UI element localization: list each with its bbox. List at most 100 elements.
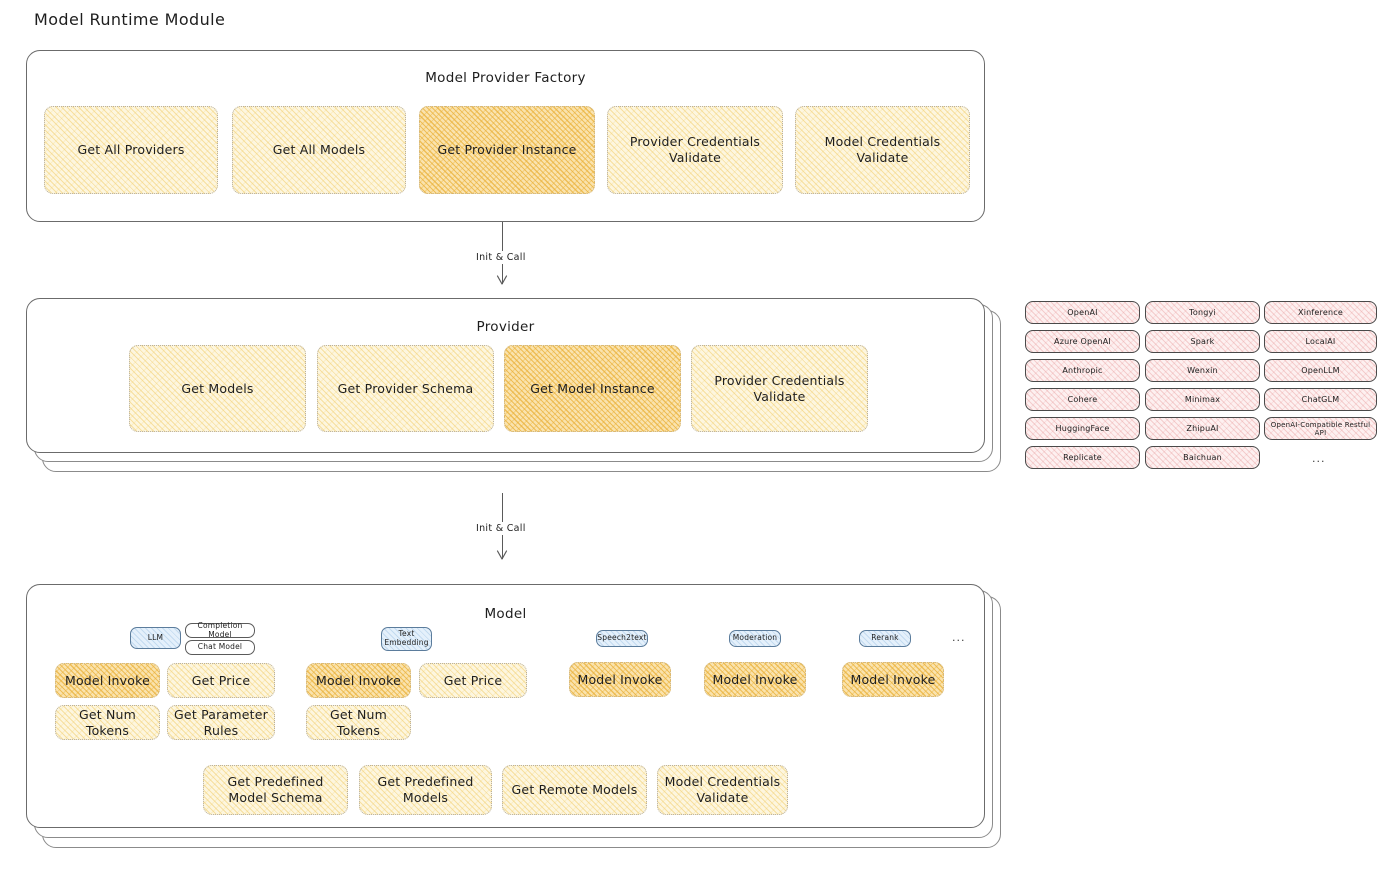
node-get-predefined-model-schema[interactable]: Get Predefined Model Schema xyxy=(203,765,348,815)
provider-pill-wenxin[interactable]: Wenxin xyxy=(1145,359,1260,382)
node-label: Model Invoke xyxy=(577,671,663,687)
model-subtag-chat-model[interactable]: Chat Model xyxy=(185,640,255,655)
pill-label: ChatGLM xyxy=(1301,395,1340,404)
pill-label: Replicate xyxy=(1063,453,1102,462)
node-rerank-model-invoke[interactable]: Model Invoke xyxy=(842,662,944,697)
model-title: Model xyxy=(484,606,527,622)
pill-label: OpenAI-Compatible Restful API xyxy=(1270,420,1371,437)
tag-label: Completion Model xyxy=(197,620,243,639)
model-tag-text-embedding[interactable]: Text Embedding xyxy=(381,627,432,651)
node-label: Get Price xyxy=(443,672,503,688)
pill-label: LocalAI xyxy=(1305,337,1336,346)
node-llm-get-num-tokens[interactable]: Get Num Tokens xyxy=(55,705,160,740)
node-label: Provider Credentials Validate xyxy=(629,134,761,165)
model-tag-speech2text[interactable]: Speech2text xyxy=(596,630,648,647)
node-get-remote-models[interactable]: Get Remote Models xyxy=(502,765,647,815)
node-get-provider-schema[interactable]: Get Provider Schema xyxy=(317,345,494,432)
provider-pill-zhipuai[interactable]: ZhipuAI xyxy=(1145,417,1260,440)
provider-pill-minimax[interactable]: Minimax xyxy=(1145,388,1260,411)
node-label: Provider Credentials Validate xyxy=(714,372,845,404)
pill-label: OpenAI xyxy=(1067,308,1098,317)
model-subtag-completion-model[interactable]: Completion Model xyxy=(185,620,255,639)
node-get-predefined-models[interactable]: Get Predefined Models xyxy=(359,765,492,815)
pill-label: Spark xyxy=(1190,337,1215,346)
arrow-head-icon xyxy=(496,275,508,285)
node-get-model-instance[interactable]: Get Model Instance xyxy=(504,345,681,432)
node-label: Get Num Tokens xyxy=(329,706,388,738)
provider-pill-localai[interactable]: LocalAI xyxy=(1264,330,1377,353)
factory-title: Model Provider Factory xyxy=(425,70,586,86)
provider-pill-baichuan[interactable]: Baichuan xyxy=(1145,446,1260,469)
pill-label: ZhipuAI xyxy=(1186,424,1219,433)
pill-label: Baichuan xyxy=(1183,453,1222,462)
node-label: Model Invoke xyxy=(850,671,936,687)
tag-label: Text Embedding xyxy=(384,629,429,647)
node-get-all-providers[interactable]: Get All Providers xyxy=(44,106,218,194)
pill-label: HuggingFace xyxy=(1055,424,1110,433)
node-llm-get-price[interactable]: Get Price xyxy=(167,663,275,698)
provider-pill-xinference[interactable]: Xinference xyxy=(1264,301,1377,324)
provider-pill-huggingface[interactable]: HuggingFace xyxy=(1025,417,1140,440)
provider-title: Provider xyxy=(476,319,535,335)
node-label: Get All Models xyxy=(272,142,366,158)
arrow-label-init-call-1: Init & Call xyxy=(473,251,529,264)
node-label: Get Provider Instance xyxy=(437,142,577,158)
provider-pill-azure-openai[interactable]: Azure OpenAI xyxy=(1025,330,1140,353)
pill-label: OpenLLM xyxy=(1301,366,1340,375)
node-model-credentials-validate-2[interactable]: Model Credentials Validate xyxy=(657,765,788,815)
provider-pill-openai[interactable]: OpenAI xyxy=(1025,301,1140,324)
node-get-models[interactable]: Get Models xyxy=(129,345,306,432)
node-provider-credentials-validate[interactable]: Provider Credentials Validate xyxy=(607,106,783,194)
provider-pill-openai-compatible-restful-api[interactable]: OpenAI-Compatible Restful API xyxy=(1264,417,1377,440)
pill-label: Wenxin xyxy=(1187,366,1218,375)
tag-label: Chat Model xyxy=(197,642,243,652)
node-label: Model Invoke xyxy=(315,672,402,688)
node-label: Get Price xyxy=(191,672,251,688)
provider-pill-openllm[interactable]: OpenLLM xyxy=(1264,359,1377,382)
node-llm-model-invoke[interactable]: Model Invoke xyxy=(55,663,160,698)
model-groups-ellipsis: ... xyxy=(952,631,966,644)
pill-label: Tongyi xyxy=(1189,308,1216,317)
node-label: Get Model Instance xyxy=(530,380,655,396)
tag-label: LLM xyxy=(147,632,164,642)
node-get-provider-instance[interactable]: Get Provider Instance xyxy=(419,106,595,194)
node-label: Get All Providers xyxy=(77,142,185,158)
node-label: Get Num Tokens xyxy=(78,706,137,738)
node-get-all-models[interactable]: Get All Models xyxy=(232,106,406,194)
node-label: Get Models xyxy=(181,380,254,396)
node-speech2text-model-invoke[interactable]: Model Invoke xyxy=(569,662,671,697)
pill-label: Anthropic xyxy=(1062,366,1103,375)
model-tag-rerank[interactable]: Rerank xyxy=(859,630,911,647)
pill-label: Xinference xyxy=(1298,308,1343,317)
node-provider-credentials-validate-2[interactable]: Provider Credentials Validate xyxy=(691,345,868,432)
node-embedding-get-price[interactable]: Get Price xyxy=(419,663,527,698)
node-embedding-get-num-tokens[interactable]: Get Num Tokens xyxy=(306,705,411,740)
node-label: Model Invoke xyxy=(64,672,151,688)
node-label: Get Remote Models xyxy=(511,782,638,798)
node-label: Get Provider Schema xyxy=(337,380,474,396)
tag-label: Rerank xyxy=(871,633,899,643)
model-tag-moderation[interactable]: Moderation xyxy=(729,630,781,647)
provider-pill-anthropic[interactable]: Anthropic xyxy=(1025,359,1140,382)
page-title: Model Runtime Module xyxy=(34,10,226,29)
pill-label: Azure OpenAI xyxy=(1054,337,1111,346)
provider-pill-tongyi[interactable]: Tongyi xyxy=(1145,301,1260,324)
provider-pill-cohere[interactable]: Cohere xyxy=(1025,388,1140,411)
node-label: Get Predefined Models xyxy=(377,774,474,805)
pill-label: Cohere xyxy=(1067,395,1098,404)
tag-label: Moderation xyxy=(732,633,778,643)
node-embedding-model-invoke[interactable]: Model Invoke xyxy=(306,663,411,698)
node-label: Get Predefined Model Schema xyxy=(227,774,324,805)
pill-label: Minimax xyxy=(1184,395,1221,404)
provider-pill-spark[interactable]: Spark xyxy=(1145,330,1260,353)
node-moderation-model-invoke[interactable]: Model Invoke xyxy=(704,662,806,697)
node-llm-get-parameter-rules[interactable]: Get Parameter Rules xyxy=(167,705,275,740)
node-label: Get Parameter Rules xyxy=(174,706,268,738)
model-tag-llm[interactable]: LLM xyxy=(130,627,181,649)
node-model-credentials-validate[interactable]: Model Credentials Validate xyxy=(795,106,970,194)
provider-pill-chatglm[interactable]: ChatGLM xyxy=(1264,388,1377,411)
tag-label: Speech2text xyxy=(597,633,647,643)
arrow-label-init-call-2: Init & Call xyxy=(473,522,529,535)
provider-pill-replicate[interactable]: Replicate xyxy=(1025,446,1140,469)
